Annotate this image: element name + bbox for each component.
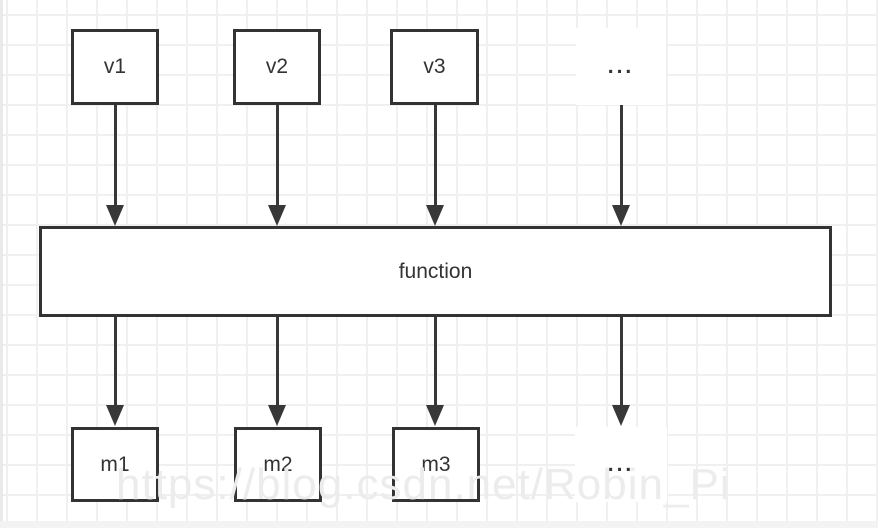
arrow-function-to-m1 [106, 317, 124, 426]
node-output-ellipsis: ... [575, 427, 667, 502]
arrow-shaft [275, 105, 279, 205]
arrow-v3-to-function [426, 105, 444, 226]
arrow-v2-to-function [268, 105, 286, 226]
arrowhead-down-icon [426, 205, 444, 226]
node-v3: v3 [390, 29, 479, 105]
canvas-left-edge [0, 0, 3, 528]
node-v2: v2 [233, 29, 321, 105]
arrowhead-down-icon [268, 405, 286, 426]
arrowhead-down-icon [268, 205, 286, 226]
node-input-ellipsis: ... [576, 28, 666, 105]
node-function: function [39, 226, 832, 317]
node-m2: m2 [234, 427, 322, 502]
arrowhead-down-icon [426, 405, 444, 426]
arrow-function-to-m2 [268, 317, 286, 426]
arrowhead-down-icon [106, 405, 124, 426]
node-m3: m3 [392, 427, 480, 502]
canvas-bottom-edge [0, 521, 878, 528]
arrow-shaft [433, 317, 437, 405]
arrowhead-down-icon [106, 205, 124, 226]
arrowhead-down-icon [612, 205, 630, 226]
arrow-function-to-ellipsis [612, 317, 630, 426]
arrow-shaft [113, 105, 117, 205]
arrow-shaft [619, 105, 623, 205]
arrow-v1-to-function [106, 105, 124, 226]
node-v1: v1 [71, 29, 159, 105]
arrow-shaft [275, 317, 279, 405]
arrow-shaft [113, 317, 117, 405]
arrow-ellipsis-to-function [612, 105, 630, 226]
node-m1: m1 [71, 427, 159, 502]
arrow-shaft [433, 105, 437, 205]
arrow-shaft [619, 317, 623, 405]
arrowhead-down-icon [612, 405, 630, 426]
arrow-function-to-m3 [426, 317, 444, 426]
